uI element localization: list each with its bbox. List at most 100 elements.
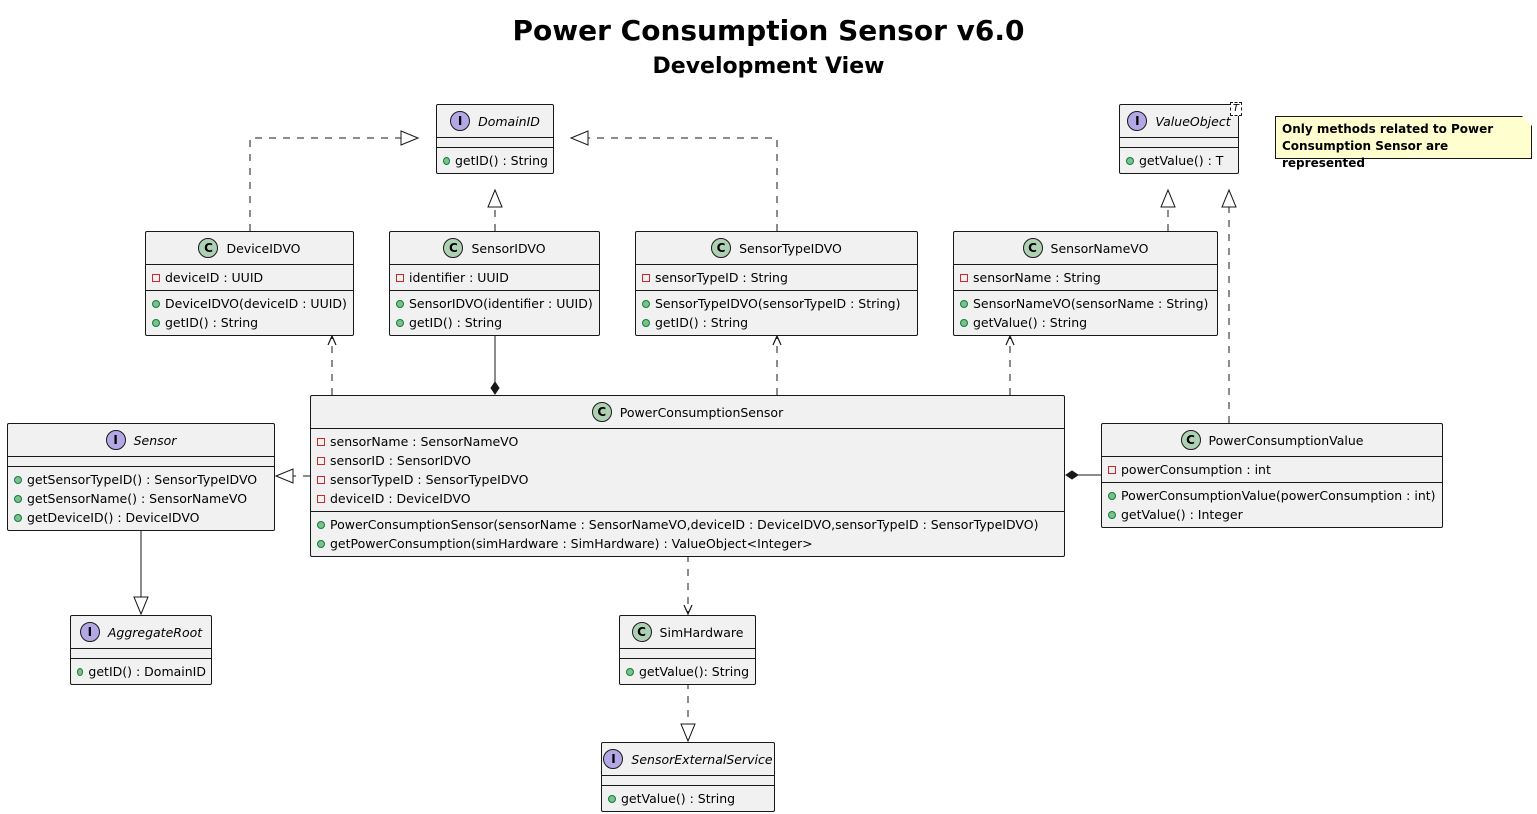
method-text: SensorNameVO(sensorName : String) xyxy=(973,296,1209,311)
methods-section: SensorTypeIDVO(sensorTypeID : String)get… xyxy=(636,291,917,335)
relation-power-consumption-sensor-to-sensor xyxy=(274,468,310,484)
class-icon: C xyxy=(631,622,652,642)
interface-icon: I xyxy=(79,622,100,642)
method-row: getSensorName() : SensorNameVO xyxy=(14,489,269,508)
methods-section: getValue() : T xyxy=(1120,148,1238,173)
public-icon xyxy=(1108,510,1116,519)
triangle-arrowhead xyxy=(1221,188,1237,208)
note: Only methods related to Power Consumptio… xyxy=(1275,116,1532,170)
method-text: getID() : String xyxy=(165,315,259,330)
relation-sensor-type-idvo-to-domain-id xyxy=(569,130,778,231)
method-row: DeviceIDVO(deviceID : UUID) xyxy=(152,294,348,313)
fields-section xyxy=(602,776,774,786)
relation-power-consumption-value-to-value-object xyxy=(1221,188,1237,423)
class-device-idvo: C DeviceIDVO deviceID : UUID DeviceIDVO(dev… xyxy=(145,231,354,336)
public-icon xyxy=(396,318,404,327)
note-line: Only methods related to Power xyxy=(1282,122,1494,136)
class-name: DomainID xyxy=(478,113,540,129)
fields-section: powerConsumption : int xyxy=(1102,457,1442,483)
open-arrowhead xyxy=(327,334,337,346)
class-header: C DeviceIDVO xyxy=(146,232,353,265)
relation-power-consumption-sensor-to-sensor-type-idvo xyxy=(772,334,782,395)
relation-device-idvo-to-domain-id xyxy=(249,130,420,231)
method-text: getID() : DomainID xyxy=(88,664,206,679)
method-text: getPowerConsumption(simHardware : SimHar… xyxy=(330,536,813,551)
public-icon xyxy=(77,667,84,676)
method-row: PowerConsumptionSensor(sensorName : Sens… xyxy=(317,515,1059,534)
public-icon xyxy=(152,318,160,327)
class-name: PowerConsumptionValue xyxy=(1208,432,1364,448)
interface-icon: I xyxy=(450,111,471,131)
fields-section: sensorTypeID : String xyxy=(636,265,917,291)
class-icon: C xyxy=(1180,430,1201,450)
field-text: deviceID : UUID xyxy=(165,270,264,285)
public-icon xyxy=(14,513,22,522)
fields-section xyxy=(620,649,755,659)
methods-section: PowerConsumptionValue(powerConsumption :… xyxy=(1102,483,1442,527)
method-row: getID() : DomainID xyxy=(77,662,206,681)
relation-sensor-to-aggregate-root xyxy=(133,528,149,616)
class-name: DeviceIDVO xyxy=(226,240,301,256)
class-name: AggregateRoot xyxy=(107,624,203,640)
public-icon xyxy=(317,539,325,548)
class-header: I DomainID xyxy=(437,105,553,138)
class-name: SensorTypeIDVO xyxy=(739,240,842,256)
public-icon xyxy=(14,494,22,503)
method-text: getID() : String xyxy=(655,315,749,330)
public-icon xyxy=(626,667,634,676)
methods-section: SensorIDVO(identifier : UUID)getID() : S… xyxy=(390,291,599,335)
field-text: powerConsumption : int xyxy=(1121,462,1271,477)
field-row: sensorID : SensorIDVO xyxy=(317,451,1059,470)
relation-sensor-idvo-to-domain-id xyxy=(487,188,503,231)
class-name: SensorIDVO xyxy=(471,240,546,256)
field-text: sensorName : SensorNameVO xyxy=(330,434,519,449)
method-row: getValue() : String xyxy=(608,789,769,808)
diagram-title: Power Consumption Sensor v6.0 xyxy=(512,14,1025,47)
open-arrowhead xyxy=(683,604,693,616)
method-text: getValue(): String xyxy=(639,664,750,679)
method-text: getValue() : String xyxy=(621,791,736,806)
field-row: sensorTypeID : SensorTypeIDVO xyxy=(317,470,1059,489)
method-text: PowerConsumptionValue(powerConsumption :… xyxy=(1121,488,1436,503)
class-header: I AggregateRoot xyxy=(71,616,211,649)
class-icon: C xyxy=(198,238,219,258)
fields-section xyxy=(1120,138,1238,148)
public-icon xyxy=(642,299,650,308)
fields-section xyxy=(437,138,553,148)
public-icon xyxy=(608,794,616,803)
private-icon xyxy=(317,494,325,503)
note-line: Consumption Sensor are represented xyxy=(1282,139,1449,170)
relation-power-consumption-value-to-power-consumption-sensor xyxy=(1065,470,1101,480)
note-fold xyxy=(1522,116,1532,126)
relation-sensor-idvo-to-power-consumption-sensor xyxy=(490,336,500,395)
interface-icon: I xyxy=(603,749,624,769)
public-icon xyxy=(152,299,160,308)
generic-parameter: T xyxy=(1229,102,1242,116)
public-icon xyxy=(1126,156,1134,165)
method-row: SensorNameVO(sensorName : String) xyxy=(960,294,1212,313)
private-icon xyxy=(1108,465,1116,474)
class-icon: C xyxy=(711,238,732,258)
method-text: getValue() : String xyxy=(973,315,1088,330)
method-text: getValue() : Integer xyxy=(1121,507,1243,522)
method-text: getSensorName() : SensorNameVO xyxy=(27,491,248,506)
method-row: getPowerConsumption(simHardware : SimHar… xyxy=(317,534,1059,553)
triangle-arrowhead xyxy=(133,596,149,616)
field-text: sensorName : String xyxy=(973,270,1101,285)
relation-sensor-name-vo-to-value-object xyxy=(1160,188,1176,231)
method-row: getValue() : String xyxy=(960,313,1212,332)
field-text: deviceID : DeviceIDVO xyxy=(330,491,471,506)
method-text: getID() : String xyxy=(454,153,548,168)
field-row: deviceID : UUID xyxy=(152,268,348,287)
